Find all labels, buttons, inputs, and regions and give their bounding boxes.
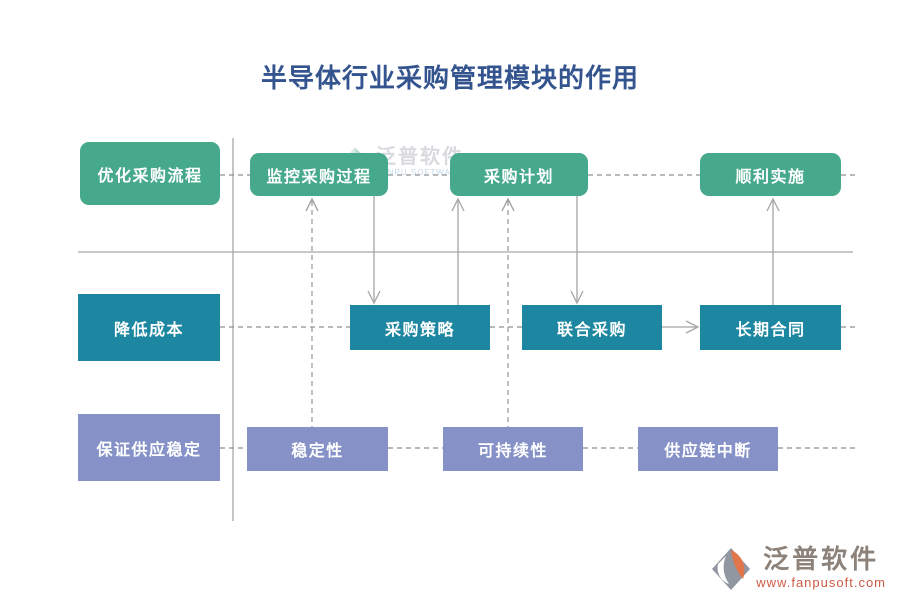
node-label: 监控采购过程 <box>266 168 372 186</box>
node-label: 采购策略 <box>384 321 455 339</box>
node-joint-purchase: 联合采购 <box>522 305 662 350</box>
node-label: 联合采购 <box>556 321 627 339</box>
node-monitor-process: 监控采购过程 <box>250 153 388 196</box>
dashed-up-arrows <box>305 197 515 427</box>
node-optimize-process: 优化采购流程 <box>80 142 220 205</box>
node-label: 可持续性 <box>477 443 548 460</box>
node-stability: 稳定性 <box>247 427 388 471</box>
node-reduce-cost: 降低成本 <box>78 294 220 361</box>
axis-lines <box>78 138 853 521</box>
node-long-term-contract: 长期合同 <box>700 305 841 350</box>
node-label: 顺利实施 <box>735 168 806 186</box>
page-title: 半导体行业采购管理模块的作用 <box>260 64 639 93</box>
node-label: 长期合同 <box>735 321 806 339</box>
footer-text-block: 泛普软件 www.fanpusoft.com <box>756 545 886 591</box>
node-purchase-strategy: 采购策略 <box>350 305 490 350</box>
node-label: 采购计划 <box>483 168 554 186</box>
node-label: 降低成本 <box>113 321 184 339</box>
node-purchase-plan: 采购计划 <box>450 153 588 196</box>
node-smooth-implementation: 顺利实施 <box>700 153 841 196</box>
footer-url: www.fanpusoft.com <box>756 575 886 590</box>
node-label: 保证供应稳定 <box>96 441 202 459</box>
solid-arrows <box>367 196 780 334</box>
node-supply-chain-disruption: 供应链中断 <box>638 427 778 471</box>
node-label: 供应链中断 <box>664 443 752 460</box>
node-label: 稳定性 <box>291 443 344 460</box>
node-label: 优化采购流程 <box>97 167 203 185</box>
dashed-horizontal-connectors <box>220 174 858 449</box>
fanpu-logo-icon <box>712 548 751 590</box>
footer-brand-block: 泛普软件 www.fanpusoft.com <box>710 546 886 592</box>
footer-brand-name: 泛普软件 <box>763 545 880 574</box>
node-ensure-supply: 保证供应稳定 <box>78 414 220 481</box>
node-sustainability: 可持续性 <box>443 427 583 471</box>
